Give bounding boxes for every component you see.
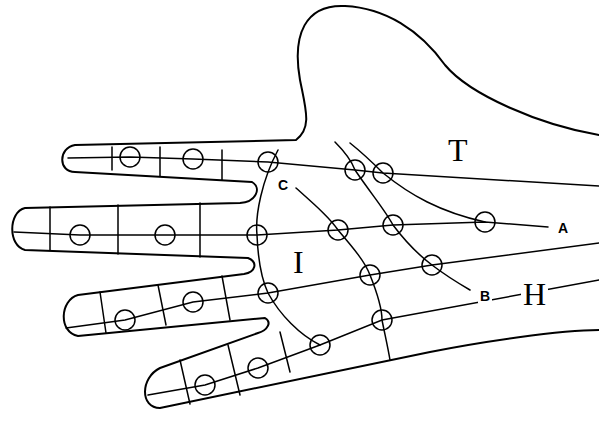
crease-line bbox=[100, 276, 230, 333]
point-label: B bbox=[478, 289, 492, 303]
region-label: I bbox=[291, 246, 306, 278]
axis-line bbox=[66, 243, 599, 328]
point-label: C bbox=[276, 178, 290, 192]
axis-line bbox=[68, 157, 599, 186]
region-label: T bbox=[446, 134, 470, 166]
palm-line bbox=[296, 188, 390, 360]
crease-line bbox=[180, 332, 290, 404]
point-circles bbox=[70, 147, 495, 395]
region-label: H bbox=[521, 278, 548, 310]
crease-line bbox=[112, 147, 222, 180]
axis-line bbox=[14, 222, 548, 235]
crease-line bbox=[50, 203, 200, 257]
hand-outline bbox=[12, 6, 599, 408]
palm-line bbox=[257, 150, 320, 345]
point-label: A bbox=[556, 221, 570, 235]
